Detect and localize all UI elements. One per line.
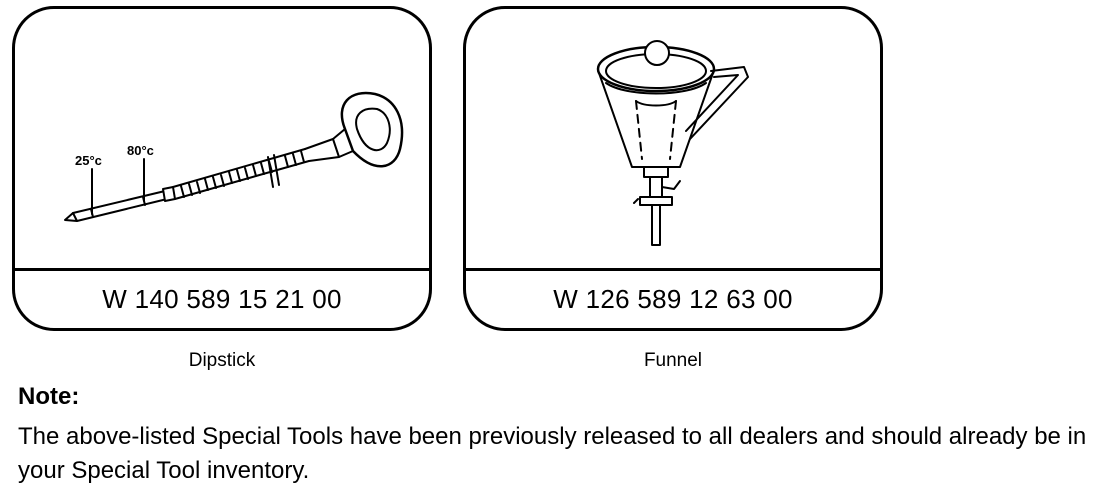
tool-card-funnel: W 126 589 12 63 00	[463, 6, 883, 331]
tool-card-dipstick: 25°c 80°c W 140 589 15 21 00	[12, 6, 432, 331]
dipstick-label-80c: 80°c	[127, 143, 154, 158]
dipstick-illustration: 25°c 80°c	[15, 9, 429, 271]
funnel-illustration	[466, 9, 880, 271]
part-number-funnel: W 126 589 12 63 00	[553, 284, 793, 314]
dipstick-label-25c: 25°c	[75, 153, 102, 168]
caption-dipstick: Dipstick	[188, 350, 256, 371]
note-title: Note:	[18, 383, 80, 410]
dipstick-icon: 25°c 80°c	[64, 91, 404, 222]
note-body: The above-listed Special Tools have been…	[18, 423, 1087, 484]
part-number-dipstick: W 140 589 15 21 00	[102, 284, 342, 314]
caption-funnel: Funnel	[643, 350, 703, 371]
funnel-icon	[596, 40, 749, 246]
